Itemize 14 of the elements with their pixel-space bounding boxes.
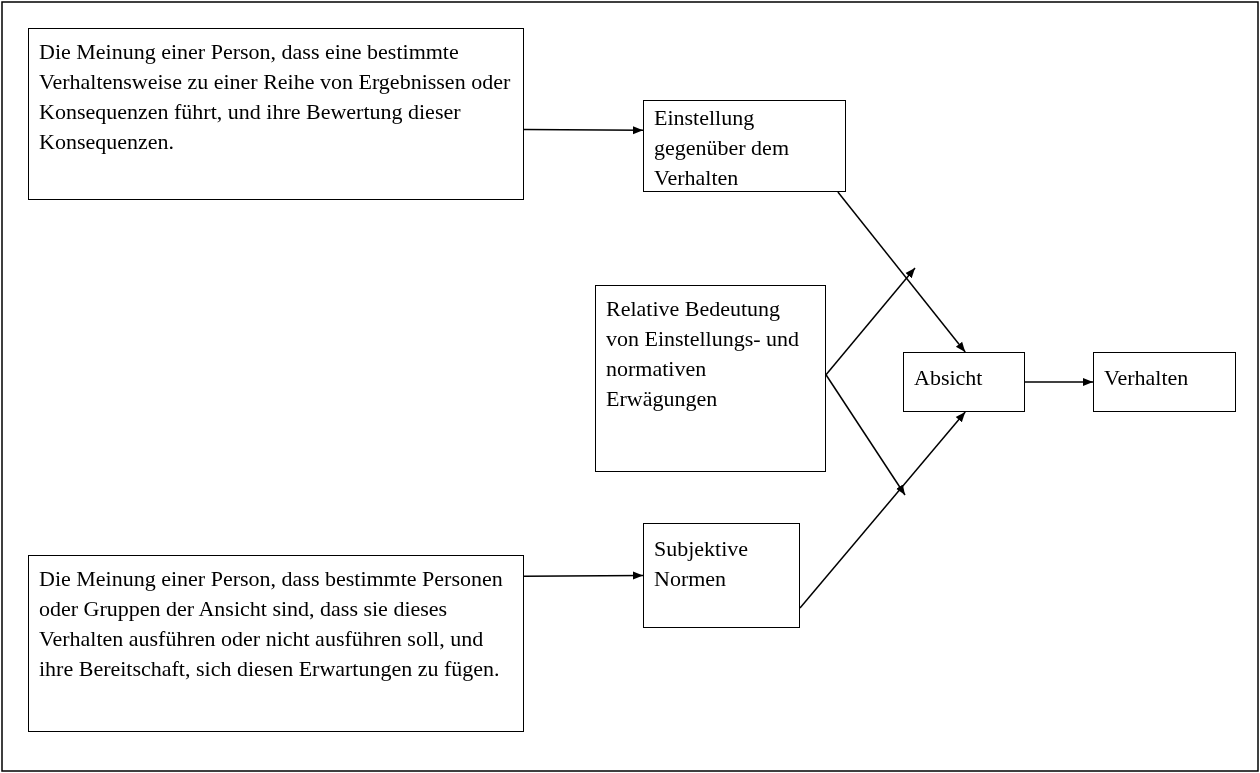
arrow: [799, 411, 966, 609]
arrow: [837, 191, 966, 353]
arrow: [523, 571, 644, 580]
text-box: Absicht: [903, 352, 1025, 412]
arrow: [825, 374, 906, 496]
arrow: [825, 267, 916, 376]
text-box: Subjektive Normen: [643, 523, 800, 628]
text-box: Verhalten: [1093, 352, 1236, 412]
arrow: [1024, 378, 1094, 386]
text-box: Die Meinung einer Person, dass bestimmte Personen oder Gruppen der Ansicht sind, dass sie dieses Verhalten ausführen oder nicht ausführen soll, und ihre Bereitschaft, sich diesen Erwartungen zu fügen.: [28, 555, 524, 732]
text-box: Relative Bedeutung von Einstellungs- und normativen Erwägungen: [595, 285, 826, 472]
text-box: Einstellung gegenüber dem Verhalten: [643, 100, 846, 192]
text-box: Die Meinung einer Person, dass eine bestimmte Verhaltensweise zu einer Reihe von Ergebnissen oder Konsequenzen führt, und ihre Bewertung dieser Konsequenzen.: [28, 28, 524, 200]
arrow: [523, 126, 644, 135]
